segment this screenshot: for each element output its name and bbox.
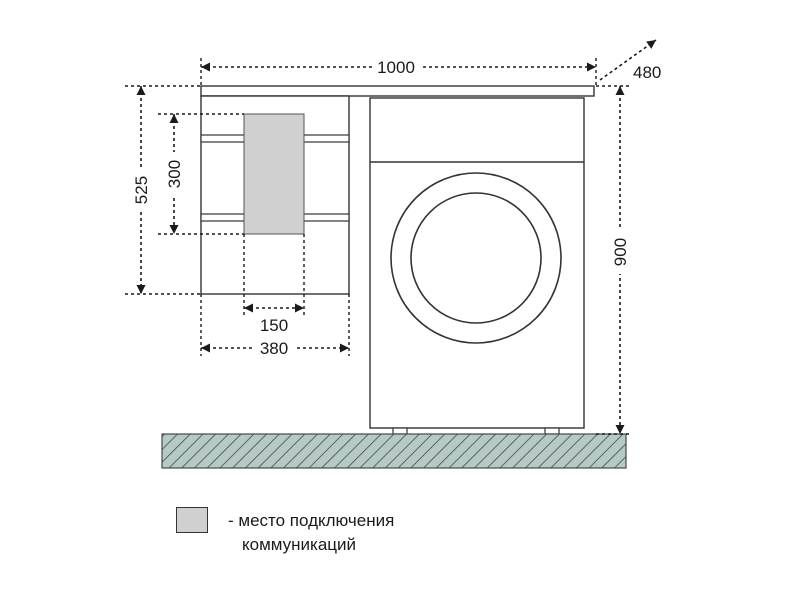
dim-label-cabinet-width: 380 <box>260 339 288 358</box>
legend-text: - место подключения коммуникаций <box>228 509 488 557</box>
floor <box>161 433 627 469</box>
legend-swatch <box>176 507 208 533</box>
dim-label-cabinet-height: 525 <box>132 176 151 204</box>
dim-label-depth: 480 <box>633 63 661 82</box>
washing-machine-foot-right <box>544 427 560 435</box>
communications-niche <box>243 113 305 235</box>
dim-label-washer-height: 900 <box>611 238 630 266</box>
washing-machine-door-inner <box>410 192 542 324</box>
washing-machine-foot-left <box>392 427 408 435</box>
legend-label-line1: - место подключения <box>228 511 395 530</box>
legend-label-line2: коммуникаций <box>242 535 357 554</box>
dim-label-niche-height: 300 <box>165 160 184 188</box>
dim-label-total-width: 1000 <box>377 58 415 77</box>
dim-label-niche-width: 150 <box>260 316 288 335</box>
countertop <box>200 85 595 97</box>
